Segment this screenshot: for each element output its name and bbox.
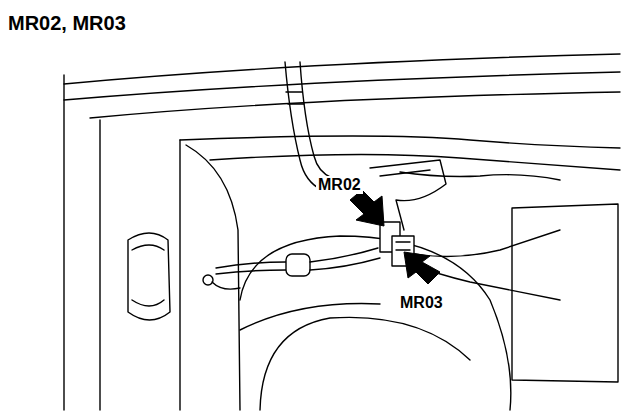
arrow-mr03 [404,252,440,284]
connector-detail [396,242,410,250]
left-component [128,233,240,320]
wire [310,248,378,262]
panel-outline [512,204,618,382]
frame-edge [63,75,64,410]
roof-beam [64,54,620,84]
hose-line [285,62,322,190]
body-frame [64,54,620,410]
wire [400,172,560,180]
pillar [186,145,240,410]
ground-wire [212,282,240,289]
roof-beam [64,72,620,100]
component-detail [132,245,164,306]
wire [216,270,286,274]
bracket-detail [380,170,430,176]
arch-inner [240,304,380,330]
wire [216,262,286,268]
hose-clamp [286,92,304,104]
harness [216,172,560,300]
pillar [99,120,100,410]
grommet [286,254,310,276]
hose-line [300,62,332,178]
ground-eyelet [203,275,213,285]
wire [310,258,380,270]
roof-beam [180,136,620,148]
connector-callout: MR03 [398,294,445,312]
diagram-title: MR02, MR03 [8,12,126,35]
right-panel [512,204,618,382]
arch-inner [260,317,470,410]
hose [285,62,332,190]
pillar [179,140,180,410]
component-outline [128,233,170,320]
wire [404,230,560,257]
connector-callout: MR02 [316,176,363,194]
roof-beam [90,92,620,118]
arrow-mr02 [350,190,384,226]
